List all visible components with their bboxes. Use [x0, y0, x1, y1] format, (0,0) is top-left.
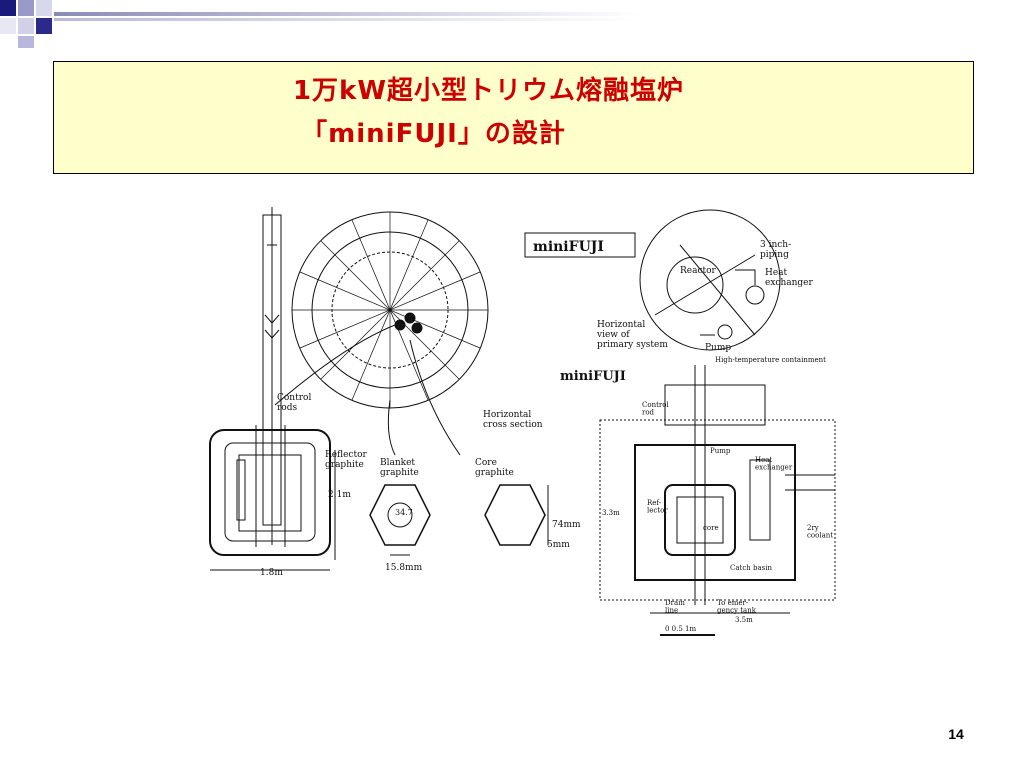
label-scale: 0 0.5 1m: [665, 625, 696, 633]
label-height-left: 2.1m: [328, 490, 351, 500]
label-reactor: Reactor: [680, 266, 717, 276]
containment-section-drawing: [599, 365, 836, 636]
cross-section-drawing: [274, 211, 549, 556]
title-box: 1万kW超小型トリウム熔融塩炉 「miniFUJI」の設計: [53, 61, 974, 174]
slide-title-line-1: 1万kW超小型トリウム熔融塩炉: [292, 76, 685, 106]
label-catch-basin: Catch basin: [730, 564, 772, 572]
primary-system-drawing: [639, 209, 781, 351]
label-width-right: 3.5m: [735, 616, 753, 624]
label-height-right: 3.3m: [602, 509, 620, 517]
label-high-temperature-containment: High-temperature containment: [715, 356, 826, 364]
page-number: 14: [948, 726, 964, 742]
label-dim-15-8mm: 15.8mm: [385, 563, 423, 573]
vertical-section-drawing: [209, 207, 336, 571]
label-dim-74mm: 74mm: [552, 520, 581, 530]
label-core: core: [703, 524, 719, 532]
label-minifuji-bottom: miniFUJI: [560, 369, 626, 384]
label-dim-34-7: 34.7: [395, 508, 413, 517]
label-reflector-bottom: Ref-lector: [647, 499, 668, 515]
label-pump-bottom: Pump: [710, 447, 731, 455]
label-pump-top: Pump: [705, 343, 731, 353]
label-dim-5mm: 5mm: [547, 540, 570, 550]
label-minifuji-top: miniFUJI: [533, 239, 604, 255]
slide-title-line-2: 「miniFUJI」の設計: [301, 119, 566, 149]
label-emergency-tank: To emer-gency tank: [717, 599, 757, 615]
label-3-inch-piping: 3 inch-piping: [760, 240, 791, 260]
label-width-left: 1.8m: [260, 568, 283, 578]
corner-decoration: [0, 0, 640, 48]
